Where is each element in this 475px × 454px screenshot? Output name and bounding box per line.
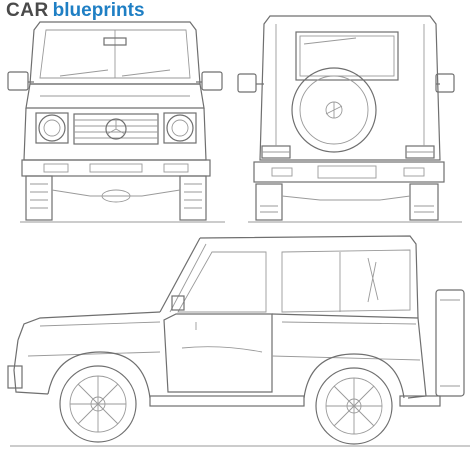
side-view [7, 235, 470, 447]
car-blueprints-logo: CAR blueprints [6, 0, 145, 24]
logo-word-blueprints: blueprints [52, 0, 145, 21]
rear-view [237, 15, 462, 223]
logo-word-car: CAR [6, 0, 49, 21]
front-view [7, 21, 225, 223]
